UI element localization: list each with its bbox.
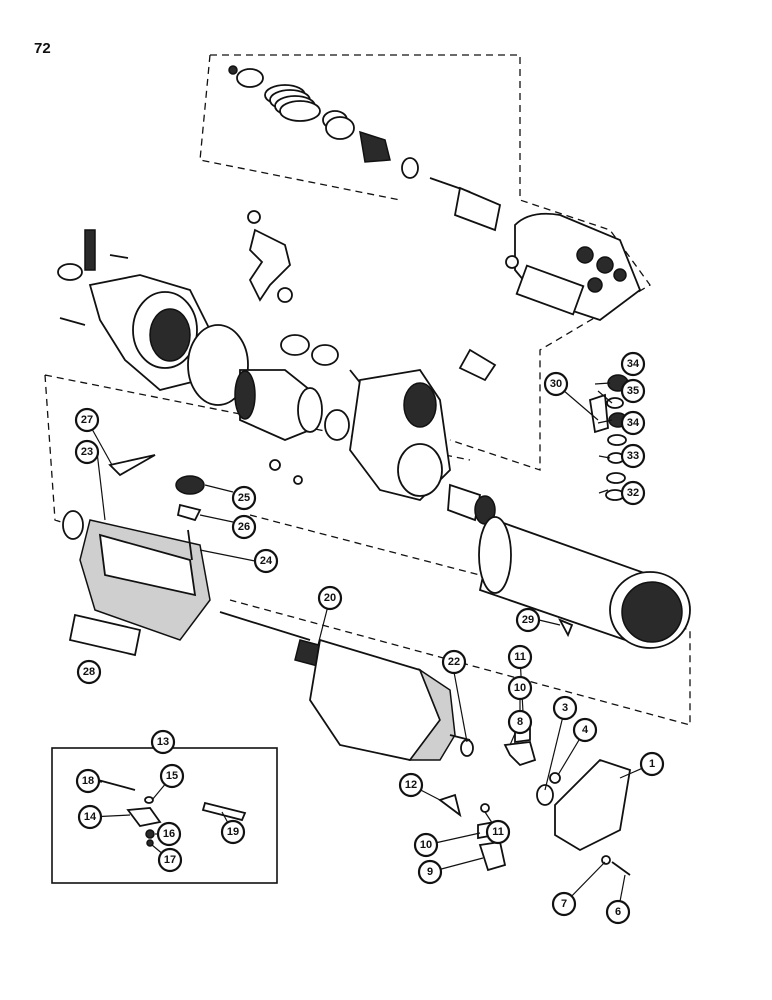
svg-text:1: 1: [649, 758, 655, 770]
svg-text:16: 16: [163, 828, 175, 840]
solenoid-switch: [505, 212, 642, 322]
callout-18: 18: [75, 768, 101, 794]
svg-text:27: 27: [81, 414, 93, 426]
brush-kit-parts: [97, 779, 247, 847]
callout-29: 29: [515, 607, 541, 633]
drive-end-housing: [57, 229, 211, 391]
svg-text:20: 20: [324, 592, 336, 604]
callout-11-b: 11: [485, 819, 511, 845]
callout-8: 8: [507, 709, 533, 735]
callout-9: 9: [417, 859, 443, 885]
callout-35: 35: [620, 378, 646, 404]
svg-text:18: 18: [82, 775, 94, 787]
drive-assembly: [234, 334, 363, 441]
callout-22: 22: [441, 649, 467, 675]
callout-24: 24: [253, 548, 279, 574]
svg-text:10: 10: [514, 682, 526, 694]
callout-7: 7: [551, 891, 577, 917]
svg-text:30: 30: [550, 378, 562, 390]
pole-shoe: [68, 613, 142, 657]
svg-text:7: 7: [561, 898, 567, 910]
callout-19: 19: [220, 819, 246, 845]
callout-28: 28: [76, 659, 102, 685]
callout-17: 17: [157, 847, 183, 873]
callout-10-b: 10: [413, 832, 439, 858]
svg-text:32: 32: [627, 487, 639, 499]
svg-text:34: 34: [627, 358, 640, 370]
callout-16: 16: [156, 821, 182, 847]
svg-text:6: 6: [615, 906, 621, 918]
plunger-spring: [264, 84, 321, 122]
shift-lever: [247, 210, 293, 303]
svg-text:19: 19: [227, 826, 239, 838]
intermediate-housing: [269, 348, 497, 501]
callout-32: 32: [620, 480, 646, 506]
callout-20: 20: [317, 585, 343, 611]
callout-33: 33: [620, 443, 646, 469]
housing-gasket: [187, 324, 249, 406]
svg-text:28: 28: [83, 666, 95, 678]
callout-26: 26: [231, 514, 257, 540]
callout-30: 30: [543, 371, 569, 397]
callout-14: 14: [77, 804, 103, 830]
callout-1: 1: [639, 751, 665, 777]
bushing: [447, 483, 496, 525]
callout-34-b: 34: [620, 410, 646, 436]
washer-stack: [558, 374, 629, 638]
svg-text:4: 4: [582, 724, 589, 736]
callout-12: 12: [398, 772, 424, 798]
page-number: 72: [34, 40, 51, 57]
svg-text:8: 8: [517, 716, 523, 728]
callout-23: 23: [74, 439, 100, 465]
svg-text:12: 12: [405, 779, 417, 791]
svg-text:34: 34: [627, 417, 640, 429]
svg-text:14: 14: [84, 811, 97, 823]
svg-text:11: 11: [492, 826, 504, 838]
svg-text:22: 22: [448, 656, 460, 668]
svg-text:29: 29: [522, 614, 534, 626]
end-frame-parts: [438, 714, 632, 876]
field-coils: [62, 510, 211, 641]
svg-text:23: 23: [81, 446, 93, 458]
svg-text:33: 33: [627, 450, 639, 462]
svg-text:15: 15: [166, 770, 178, 782]
callout-3: 3: [552, 695, 578, 721]
callout-25: 25: [231, 485, 257, 511]
callout-6: 6: [605, 899, 631, 925]
svg-text:3: 3: [562, 702, 568, 714]
svg-text:13: 13: [157, 736, 169, 748]
callout-10-a: 10: [507, 675, 533, 701]
callout-15: 15: [159, 763, 185, 789]
field-frame: [478, 516, 691, 649]
svg-text:35: 35: [627, 385, 639, 397]
svg-text:10: 10: [420, 839, 432, 851]
callout-13: 13: [150, 729, 176, 755]
svg-text:9: 9: [427, 866, 433, 878]
callout-34-a: 34: [620, 351, 646, 377]
callout-4: 4: [572, 717, 598, 743]
armature: [219, 611, 474, 762]
callout-27: 27: [74, 407, 100, 433]
svg-text:25: 25: [238, 492, 250, 504]
svg-text:11: 11: [514, 651, 526, 663]
svg-text:26: 26: [238, 521, 250, 533]
svg-text:24: 24: [260, 555, 273, 567]
insulator: [108, 454, 156, 477]
terminal-parts: [175, 475, 205, 561]
callout-11-a: 11: [507, 644, 533, 670]
solenoid-plunger-parts: [228, 65, 502, 232]
solenoid-group-outline: [199, 54, 651, 471]
svg-text:17: 17: [164, 854, 176, 866]
